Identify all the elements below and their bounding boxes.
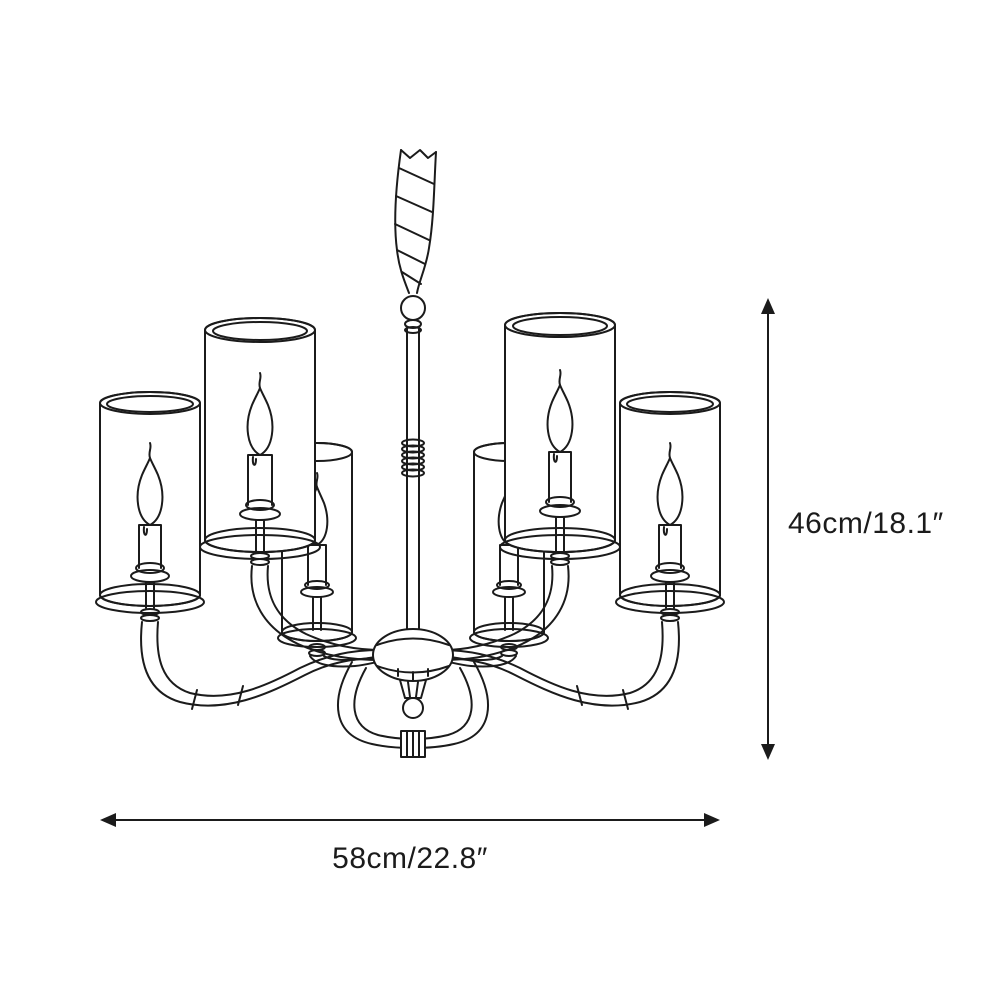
arm-sleeve-left (191, 689, 198, 710)
hanging-cord (394, 149, 437, 294)
arrow-left-icon (100, 813, 116, 827)
arm-far-right (439, 621, 680, 707)
suspension-loop (400, 295, 426, 329)
shade-far-right (439, 391, 725, 710)
width-dimension-label: 58cm/22.8″ (332, 842, 488, 875)
arm-sleeve-right (622, 689, 629, 710)
arrow-down-icon (761, 744, 775, 760)
height-dimension-label: 46cm/18.1″ (788, 507, 944, 540)
arrow-right-icon (704, 813, 720, 827)
lower-arm-coupler (400, 730, 426, 758)
width-dimension: 58cm/22.8″ (100, 813, 720, 875)
center-stem (401, 326, 425, 633)
shade-far-left (95, 391, 381, 710)
arrow-up-icon (761, 298, 775, 314)
height-dimension: 46cm/18.1″ (761, 298, 944, 760)
center-hub (372, 628, 454, 719)
arm-far-left (140, 621, 381, 707)
lower-arm-loop (337, 661, 489, 758)
hub-finial (399, 679, 427, 719)
